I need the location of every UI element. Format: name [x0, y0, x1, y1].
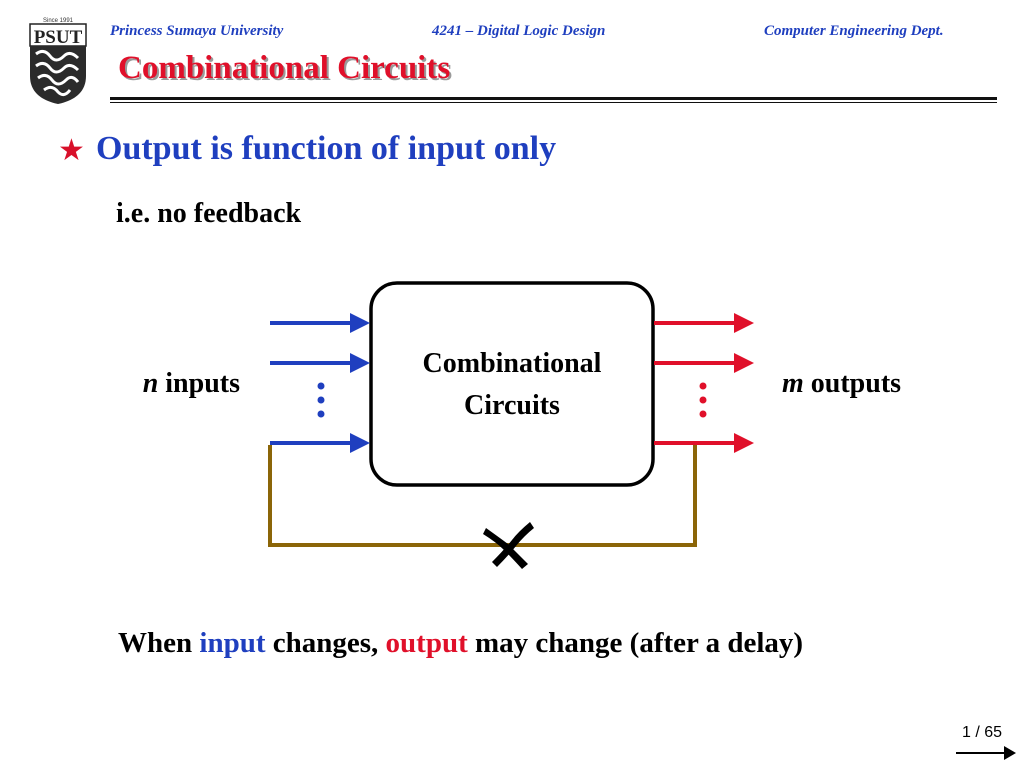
next-slide-arrow-line[interactable] — [956, 752, 1006, 754]
outputs-var: m — [782, 368, 804, 399]
page-indicator: 1 / 65 — [961, 724, 1002, 741]
outputs-label: m outputs — [782, 368, 901, 399]
caption-input-word: input — [199, 627, 266, 659]
inputs-var: n — [143, 368, 159, 399]
output-ellipsis-dot — [699, 396, 707, 404]
output-arrows — [654, 313, 754, 453]
header-course: 4241 – Digital Logic Design — [432, 23, 606, 39]
inputs-label: n inputs — [143, 368, 240, 399]
input-ellipsis-dot — [317, 382, 325, 390]
sub-point: i.e. no feedback — [116, 198, 302, 229]
star-bullet-icon: ★ — [58, 133, 85, 168]
caption-output-word: output — [385, 627, 468, 659]
bullet-text: Output is function of input only — [96, 130, 557, 167]
input-ellipsis-dot — [317, 410, 325, 418]
psut-logo: Since 1991 PSUT — [29, 18, 87, 104]
slide-title: Combinational Circuits — [118, 50, 451, 86]
next-slide-arrow-icon[interactable] — [1004, 746, 1016, 760]
caption-part1: When — [118, 627, 200, 659]
caption-part3: may change (after a delay) — [467, 627, 804, 659]
title-divider-thin — [110, 102, 997, 103]
caption: When input changes, output may change (a… — [118, 627, 803, 660]
header-department: Computer Engineering Dept. — [764, 23, 944, 39]
title-divider — [110, 97, 997, 100]
output-ellipsis-dot — [699, 382, 707, 390]
svg-text:Since 1991: Since 1991 — [43, 18, 74, 24]
block-label-line2: Circuits — [464, 390, 560, 421]
inputs-word: inputs — [158, 368, 240, 399]
no-feedback-x-icon — [483, 522, 534, 569]
caption-part2: changes, — [265, 627, 386, 659]
combinational-block — [369, 281, 655, 487]
logo-text: PSUT — [34, 27, 83, 48]
input-ellipsis-dot — [317, 396, 325, 404]
output-ellipsis-dot — [699, 410, 707, 418]
input-arrows — [270, 313, 370, 453]
outputs-word: outputs — [804, 368, 901, 399]
block-label-line1: Combinational — [423, 348, 602, 379]
header-university: Princess Sumaya University — [110, 23, 284, 39]
feedback-path — [268, 445, 697, 547]
